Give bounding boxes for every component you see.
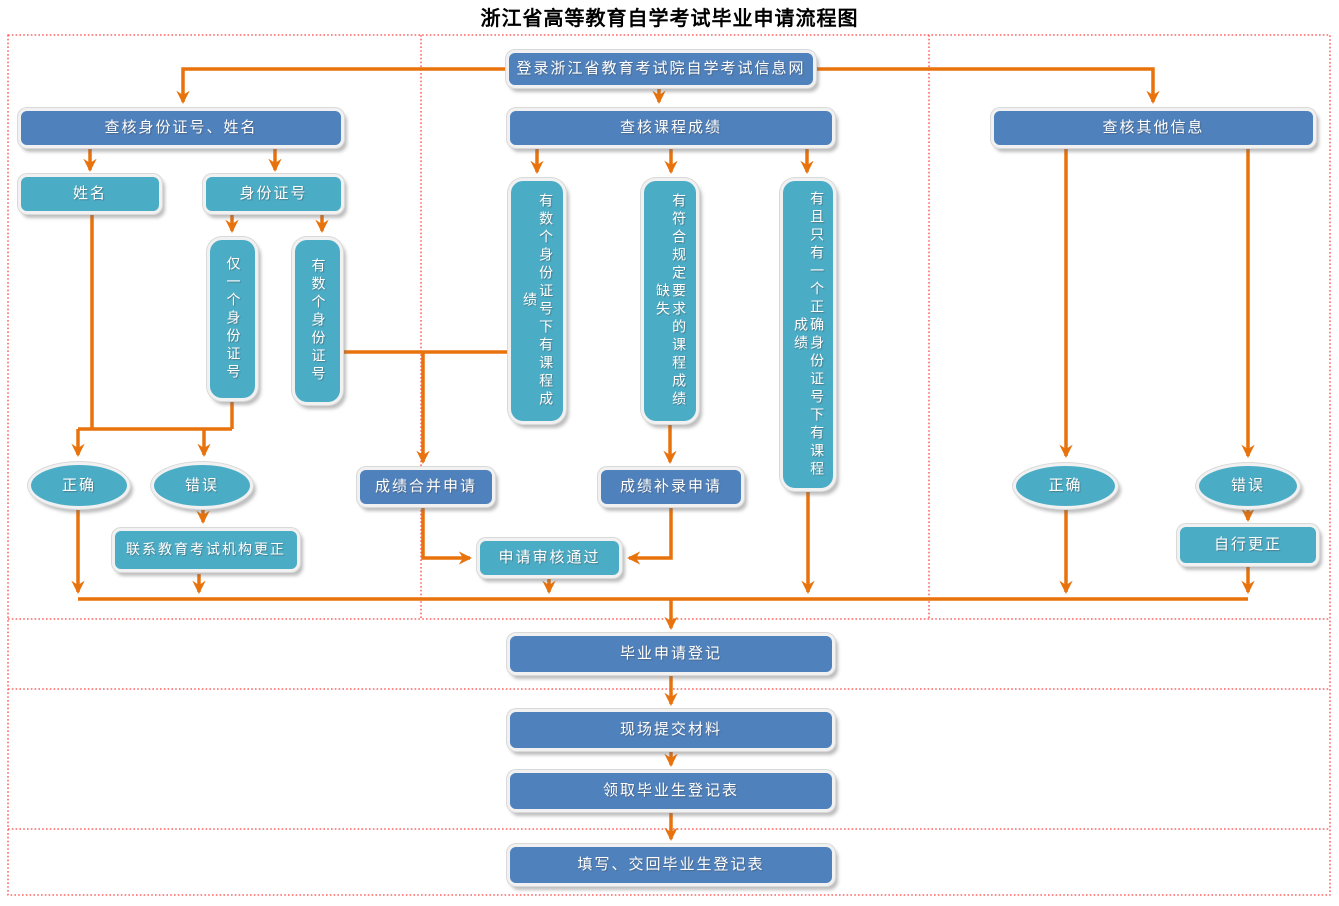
node-name: 姓名 xyxy=(18,174,162,214)
node-self-correction: 自行更正 xyxy=(1177,524,1319,566)
node-id-number: 身份证号 xyxy=(203,174,344,214)
node-correct-right: 正确 xyxy=(1013,463,1118,509)
node-scores-under-single-id: 有且只有一个正确身份证号下有课程成绩 xyxy=(780,178,836,491)
node-correct-left: 正确 xyxy=(28,462,130,509)
node-grad-register: 毕业申请登记 xyxy=(507,633,835,675)
node-scores-under-several-ids: 有数个身份证号下有课程成绩 xyxy=(508,178,566,424)
outer-border xyxy=(7,34,1331,896)
node-only-one-id: 仅一个身份证号 xyxy=(207,237,258,401)
arrow-login-to-check-other xyxy=(816,67,1160,104)
node-get-form: 领取毕业生登记表 xyxy=(507,770,835,812)
node-submit-materials: 现场提交材料 xyxy=(507,709,835,751)
node-approved: 申请审核通过 xyxy=(477,538,622,578)
node-required-scores-missing: 有符合规定要求的课程成绩缺失 xyxy=(641,178,699,424)
node-check-other: 查核其他信息 xyxy=(991,108,1316,148)
node-supplement-apply: 成绩补录申请 xyxy=(598,467,744,507)
arrow-login-to-check-id xyxy=(176,67,506,104)
region-divider-lines xyxy=(7,34,1331,896)
node-wrong-left: 错误 xyxy=(151,462,253,509)
node-fill-return-form: 填写、交回毕业生登记表 xyxy=(507,844,835,886)
node-merge-apply: 成绩合并申请 xyxy=(357,467,495,507)
node-login: 登录浙江省教育考试院自学考试信息网 xyxy=(506,50,816,88)
node-wrong-right: 错误 xyxy=(1196,463,1300,509)
node-contact-correction: 联系教育考试机构更正 xyxy=(112,528,300,572)
arrow-merge-apply-to-approved xyxy=(421,508,472,565)
arrow-supplement-to-approved xyxy=(627,508,673,565)
flow-connectors xyxy=(71,67,1255,841)
node-check-scores: 查核课程成绩 xyxy=(507,108,835,148)
page-title: 浙江省高等教育自学考试毕业申请流程图 xyxy=(480,6,859,30)
node-several-ids: 有数个身份证号 xyxy=(292,237,343,405)
node-check-id-name: 查核身份证号、姓名 xyxy=(18,108,344,148)
